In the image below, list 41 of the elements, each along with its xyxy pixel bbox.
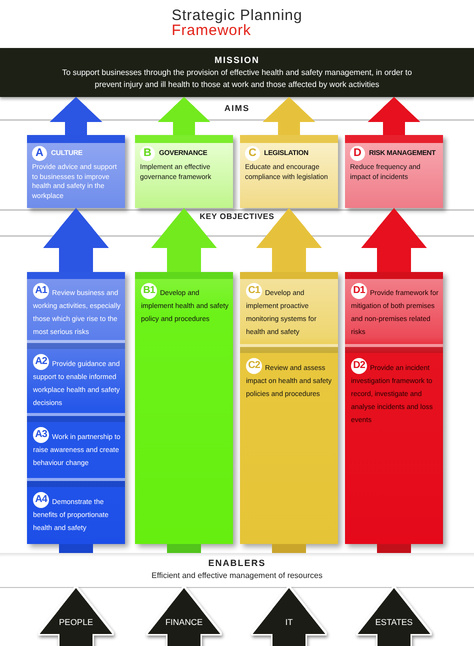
section-heading: AIMS (224, 103, 250, 113)
arrow (40, 588, 112, 646)
arrow (148, 588, 220, 646)
arrow (158, 97, 210, 135)
edge-label: FINANCE (165, 617, 203, 627)
letter-badge: B (140, 146, 155, 161)
mission-banner (0, 48, 474, 97)
arrow (50, 97, 102, 135)
edge-label: IT (285, 617, 293, 627)
connector-bar (377, 544, 411, 553)
arrow (256, 208, 322, 272)
aim-card (27, 135, 125, 208)
letter-badge: D (350, 146, 365, 161)
enablers-band (0, 553, 474, 588)
arrow (358, 588, 430, 646)
section-heading: MISSION (214, 55, 260, 66)
statement-text: Efficient and effective management of resources (152, 570, 322, 582)
aim-card (135, 135, 233, 208)
arrow (252, 588, 326, 646)
arrow (151, 208, 217, 272)
objective-column (345, 272, 443, 544)
objective-column (135, 272, 233, 544)
objective-column (240, 272, 338, 544)
letter-badge: C (245, 146, 260, 161)
aim-card (345, 135, 443, 208)
arrow (43, 208, 109, 272)
section-heading: ENABLERS (208, 558, 266, 569)
connector-bar (59, 544, 93, 553)
arrow (262, 97, 316, 135)
statement-text: To support businesses through the provision of effective health and safety management, in order to prevent injury and ill health to those at work and those affected by work activities (61, 67, 413, 91)
aim-card (240, 135, 338, 208)
letter-badge: A (32, 146, 47, 161)
connector-bar (167, 544, 201, 553)
arrow (361, 208, 427, 272)
section-heading: KEY OBJECTIVES (200, 212, 274, 222)
arrow (368, 97, 420, 135)
edge-label: ESTATES (375, 617, 413, 627)
edge-label: PEOPLE (58, 617, 94, 627)
objective-column (27, 272, 125, 544)
connector-bar (272, 544, 306, 553)
diagram-title: Strategic Planning Framework (172, 8, 302, 38)
